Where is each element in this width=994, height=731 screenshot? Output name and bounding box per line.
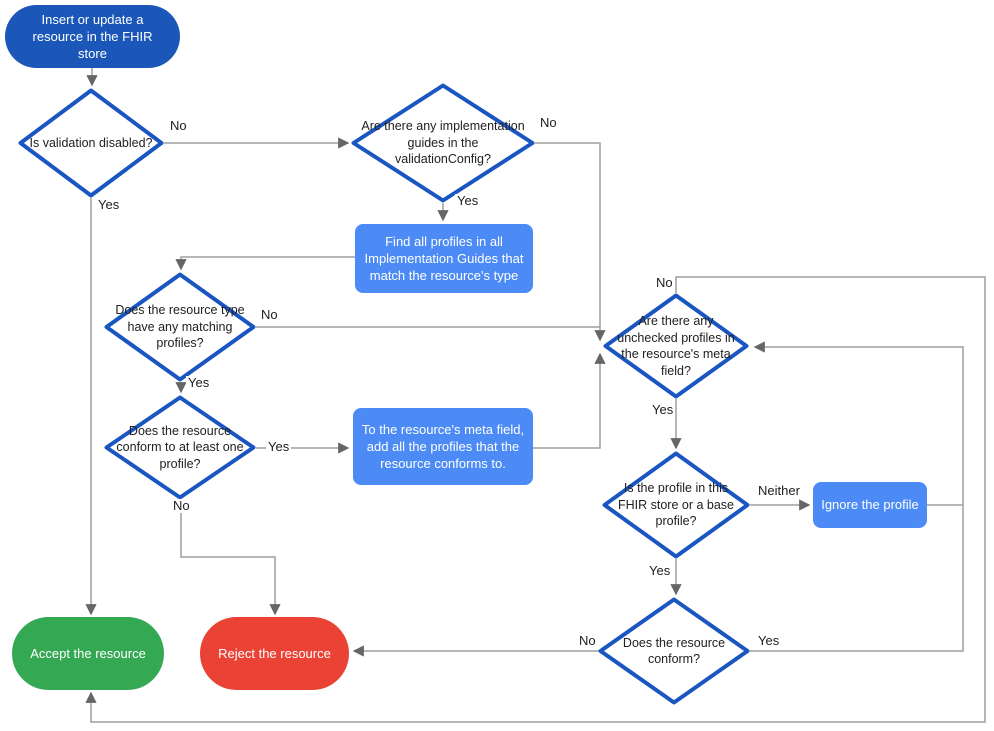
edge-label-d2-no: No (538, 115, 559, 131)
decision-implementation-guides: Are there any implementation guides in t… (351, 83, 535, 203)
decision-label: Are there any unchecked profiles in the … (617, 314, 735, 378)
process-label: To the resource's meta field, add all th… (361, 421, 525, 472)
process-add-profiles-meta: To the resource's meta field, add all th… (353, 408, 533, 485)
accept-node-label: Accept the resource (30, 645, 146, 661)
process-label: Ignore the profile (821, 497, 919, 513)
start-node-label: Insert or update a resource in the FHIR … (32, 11, 153, 62)
reject-node: Reject the resource (200, 617, 349, 690)
edge-d5-no-to-accept (85, 276, 986, 723)
decision-label: Is the profile in this FHIR store or a b… (617, 481, 734, 529)
edge-label-d4-yes: Yes (266, 439, 292, 455)
edge-label-d1-no: No (168, 118, 189, 134)
start-node: Insert or update a resource in the FHIR … (5, 5, 180, 68)
decision-label: Does the resource type have any matching… (115, 303, 245, 351)
edge-label-d5-yes: Yes (650, 402, 676, 418)
decision-label: Does the resource conform to at least on… (116, 423, 244, 471)
decision-conform-one-profile: Does the resource conform to at least on… (104, 395, 256, 500)
edge-p1-to-d3 (175, 256, 355, 271)
edge-d7-yes-to-d5 (750, 341, 964, 652)
decision-label: Are there any implementation guides in t… (361, 119, 525, 167)
decision-label: Does the resource conform? (622, 635, 726, 667)
edge-d2-no-to-d5 (535, 142, 606, 342)
decision-profile-in-store: Is the profile in this FHIR store or a b… (602, 451, 750, 559)
decision-resource-conform: Does the resource conform? (598, 597, 750, 705)
edge-label-d5-no: No (654, 275, 675, 291)
process-find-profiles: Find all profiles in all Implementation … (355, 224, 533, 293)
edge-label-d6-yes: Yes (647, 563, 673, 579)
process-label: Find all profiles in all Implementation … (364, 233, 524, 284)
process-ignore-profile: Ignore the profile (813, 482, 927, 528)
reject-node-label: Reject the resource (218, 645, 331, 661)
accept-node: Accept the resource (12, 617, 164, 690)
edge-label-d2-yes: Yes (455, 193, 481, 209)
edge-label-d4-no: No (171, 498, 192, 514)
decision-unchecked-profiles: Are there any unchecked profiles in the … (603, 293, 749, 399)
decision-matching-profiles: Does the resource type have any matching… (104, 272, 256, 382)
edge-label-d3-no: No (259, 307, 280, 323)
edge-p2-to-d5 (533, 352, 606, 449)
decision-label: Is validation disabled? (29, 135, 153, 150)
edge-label-d7-yes: Yes (756, 633, 782, 649)
edge-d4-no-to-reject (180, 500, 281, 616)
edge-label-d6-neither: Neither (756, 483, 802, 499)
edge-label-d7-no: No (577, 633, 598, 649)
decision-validation-disabled: Is validation disabled? (18, 88, 164, 198)
edge-label-d1-yes: Yes (96, 197, 122, 213)
edge-label-d3-yes: Yes (186, 375, 212, 391)
